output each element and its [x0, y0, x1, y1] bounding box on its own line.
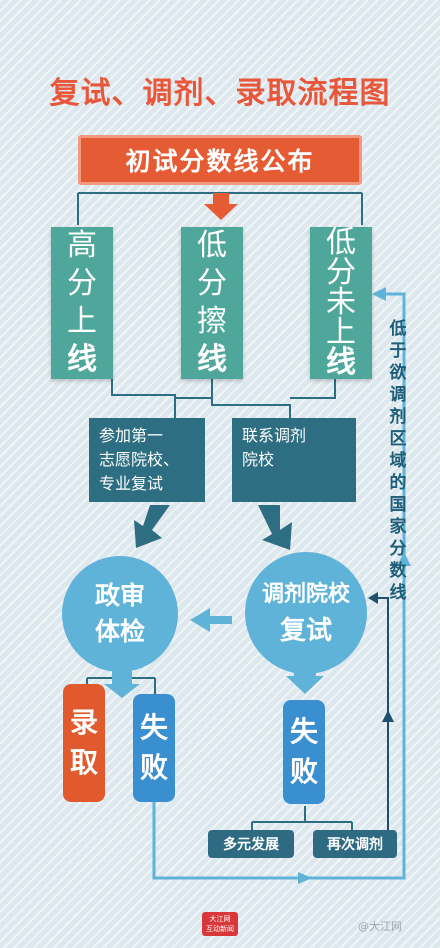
readjust-up-arrow [382, 710, 394, 722]
result-admit-char: 取 [69, 746, 98, 779]
arrow-circles-left [190, 608, 232, 632]
circle-right-line: 复试 [279, 616, 332, 646]
arrow-left-mid-down [134, 505, 170, 548]
result-admit: 录 取 [63, 684, 105, 802]
column-high-char: 分 [67, 266, 97, 301]
circle-adjust-retest: 调剂院校 复试 [245, 552, 367, 674]
logo-line: 大江网 [209, 915, 231, 923]
result-fail-char: 败 [289, 755, 318, 788]
page-title: 复试、调剂、录取流程图 [49, 76, 391, 111]
connector-col2-to-left [175, 379, 213, 399]
circle-left-line: 政审 [94, 581, 145, 610]
column-high-char: 高 [67, 228, 97, 263]
readjust-left-arrow [368, 592, 378, 604]
mid-box-first-choice: 参加第一 志愿院校、 专业复试 [89, 418, 205, 502]
column-high-char: 线 [67, 342, 97, 377]
header-box: 初试分数线公布 [78, 135, 362, 185]
connector-col3-to-right [290, 379, 336, 399]
side-up-arrow [397, 552, 411, 566]
bottom-to-right-line [300, 560, 406, 880]
fail-to-bottom-line [152, 802, 300, 880]
column-high-char: 上 [67, 304, 97, 339]
circle-left-line: 体检 [94, 617, 145, 646]
header-arrow [204, 193, 238, 220]
column-high: 高 分 上 线 [51, 227, 113, 379]
result-fail-right: 失 败 [283, 700, 325, 804]
result-fail-left: 失 败 [133, 694, 175, 802]
circle-right-line: 调剂院校 [261, 582, 350, 607]
column-edge-char: 分 [197, 266, 227, 301]
mid-box-contact: 联系调剂 院校 [232, 418, 356, 502]
column-below-char: 线 [326, 345, 356, 380]
bottom-line-arrow [298, 872, 312, 884]
mid-right-line: 院校 [242, 450, 275, 469]
option-readjust: 再次调剂 [313, 830, 397, 858]
column-below: 低 分 未 上 线 [310, 227, 372, 379]
brand-logo: 大江网 互动新闻 [202, 912, 238, 936]
option-develop: 多元发展 [208, 830, 294, 858]
column-below-char: 低 [326, 225, 356, 260]
mid-left-line: 志愿院校、 [99, 450, 180, 469]
column-edge-char: 擦 [197, 304, 227, 339]
readjust-return-line [372, 597, 389, 830]
column-below-char: 未 [326, 285, 356, 320]
side-return-line [378, 292, 406, 560]
watermark: @大江网 [358, 920, 402, 933]
bracket-to-options [251, 806, 353, 832]
column-edge-char: 线 [197, 342, 227, 377]
mid-left-line: 专业复试 [99, 474, 164, 493]
mid-right-line: 联系调剂 [242, 426, 307, 445]
column-below-char: 上 [326, 315, 356, 350]
result-fail-char: 败 [139, 751, 168, 784]
connector-col2-to-right [211, 379, 291, 418]
circle-review-check: 政审 体检 [62, 556, 178, 672]
side-left-arrow [372, 287, 386, 301]
arrow-left-circle-down [104, 668, 140, 698]
result-fail-char: 失 [139, 711, 168, 744]
mid-left-line: 参加第一 [99, 426, 164, 445]
column-edge-char: 低 [197, 228, 227, 263]
arrow-right-mid-down [258, 505, 292, 550]
result-admit-char: 录 [69, 706, 98, 739]
column-edge: 低 分 擦 线 [181, 227, 243, 379]
result-fail-char: 失 [289, 715, 318, 748]
connector-col1-to-left [111, 379, 176, 418]
side-note: 低于欲调剂区域的国家分数线 [389, 319, 407, 603]
column-below-char: 分 [326, 255, 356, 290]
logo-line: 互动新闻 [206, 925, 234, 933]
